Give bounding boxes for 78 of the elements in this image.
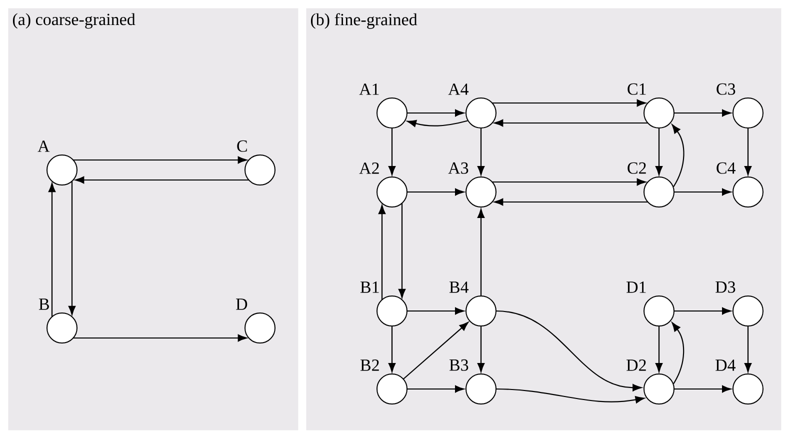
node-label: D: [236, 298, 248, 310]
circle-node: [732, 176, 764, 208]
arrow: [388, 326, 396, 372]
arrow: [73, 334, 248, 342]
node-label: B1: [360, 282, 379, 293]
arrow: [672, 124, 684, 187]
node-label: A3: [448, 162, 468, 174]
arrow: [674, 109, 732, 117]
arrow: [492, 99, 646, 107]
arrow: [494, 198, 648, 206]
arrow: [402, 322, 469, 380]
node-label: D3: [716, 281, 736, 293]
circle-node: [466, 296, 496, 326]
arrow: [74, 176, 249, 184]
arrow: [496, 388, 645, 404]
arrow: [48, 182, 56, 317]
arrow: [378, 204, 386, 300]
node-label: D1: [626, 282, 646, 293]
panel-heading: (a) coarse-grained: [12, 13, 136, 29]
circle-node: [376, 98, 408, 128]
arrow: [674, 385, 732, 393]
arrow: [73, 156, 248, 164]
node-label: C2: [628, 162, 646, 174]
arrow: [407, 307, 464, 315]
arrow: [744, 326, 752, 372]
node-label: C1: [628, 83, 646, 95]
arrow: [388, 128, 396, 176]
panel-heading: (b) fine-grained: [310, 13, 418, 29]
arrow: [68, 181, 76, 316]
arrow: [477, 326, 485, 372]
arrow: [407, 188, 464, 196]
arrow: [674, 188, 732, 196]
node-label: B4: [449, 282, 469, 293]
circle-node: [644, 176, 674, 208]
circle-node: [644, 374, 674, 404]
arrow: [407, 385, 464, 393]
node-label: C4: [716, 162, 736, 174]
circle-node: [466, 374, 496, 404]
circle-node: [46, 312, 78, 344]
panel: [8, 8, 298, 430]
circle-node: [732, 374, 764, 404]
circle-node: [466, 98, 496, 128]
arrow: [494, 119, 648, 127]
node-label: B: [38, 298, 49, 310]
circle-node: [376, 176, 408, 208]
circle-node: [732, 296, 764, 326]
circle-node: [376, 296, 408, 326]
arrow: [496, 310, 642, 392]
node-label: C: [237, 140, 247, 152]
node-label: A4: [448, 84, 469, 95]
node-label: A1: [359, 84, 379, 95]
arrow: [655, 128, 663, 176]
node-label: B2: [360, 360, 379, 371]
circle-node: [244, 312, 276, 344]
node-label: A: [38, 140, 50, 152]
node-label: A2: [359, 162, 379, 174]
arrow: [477, 128, 485, 176]
circle-node: [244, 154, 276, 186]
arrow: [672, 322, 684, 384]
panel: [306, 8, 782, 430]
arrow: [407, 120, 468, 127]
circle-node: [644, 98, 674, 128]
arrow: [477, 208, 485, 296]
arrow: [655, 326, 663, 372]
arrow: [744, 128, 752, 176]
circle-node: [732, 98, 764, 128]
circle-node: [46, 154, 78, 186]
circle-node: [376, 374, 408, 404]
arrow: [492, 178, 646, 186]
arrow: [398, 203, 406, 298]
node-label: B3: [449, 359, 468, 371]
node-label: D2: [626, 360, 646, 371]
arrow: [674, 307, 732, 315]
node-label: D4: [716, 360, 736, 371]
circle-node: [644, 296, 674, 326]
arrow: [407, 109, 464, 117]
node-label: C3: [716, 83, 736, 95]
circle-node: [466, 176, 496, 208]
